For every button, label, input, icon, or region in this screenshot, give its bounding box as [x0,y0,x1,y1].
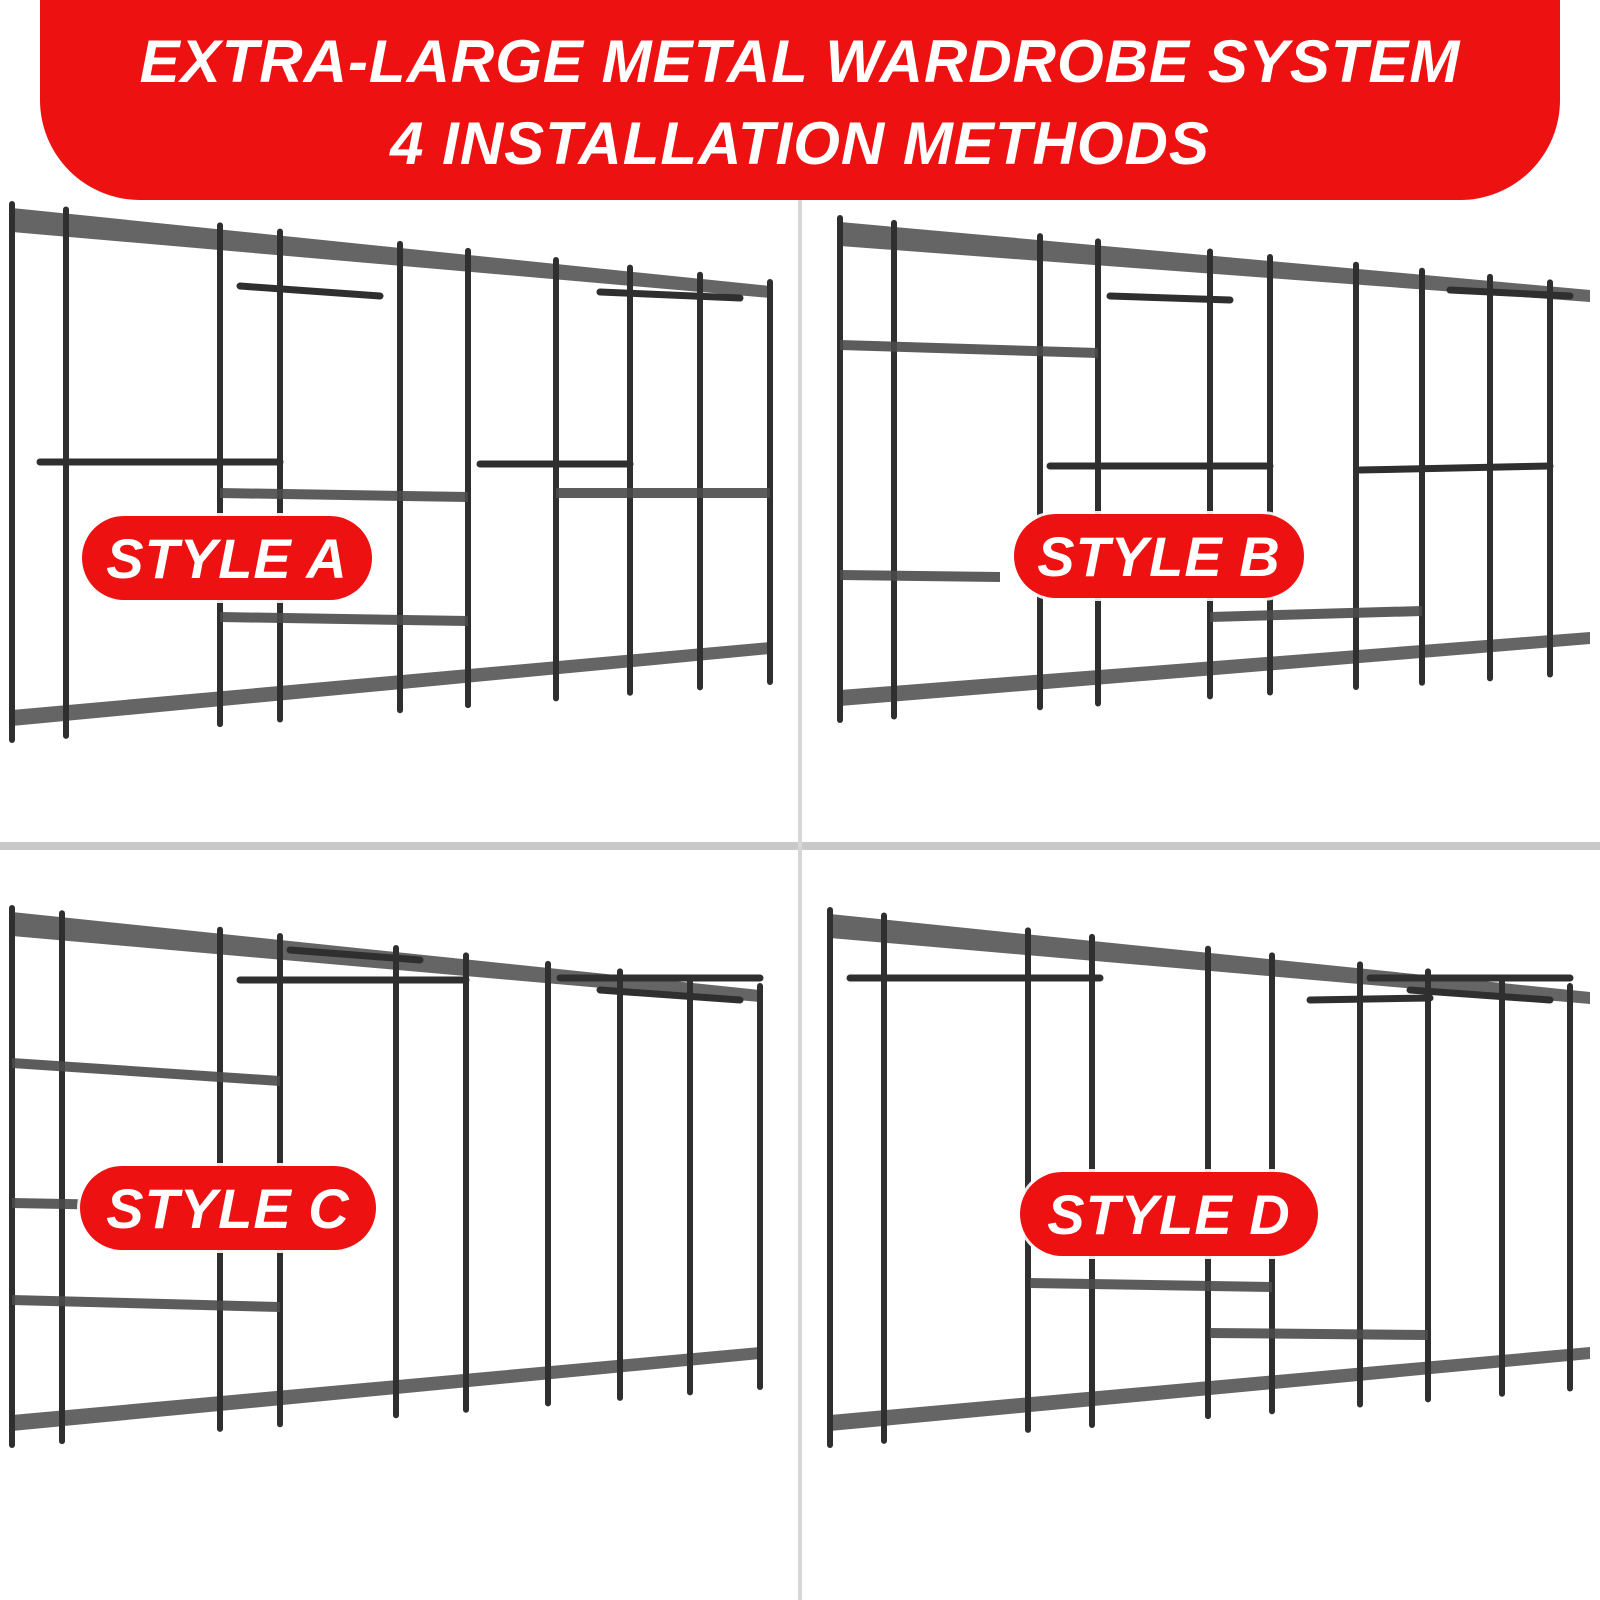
wire-shelf [220,612,468,626]
style-b-wardrobe-illustration [837,215,1590,723]
style-d-panel: STYLE D [810,850,1600,1600]
hanging-rod [1446,286,1574,300]
banner-title-line-1: EXTRA-LARGE METAL WARDROBE SYSTEM [139,28,1461,95]
title-banner: EXTRA-LARGE METAL WARDROBE SYSTEM 4 INST… [40,0,1560,200]
wire-shelf [220,488,468,502]
wire-shelf [840,570,1000,582]
bottom-shelf [12,642,770,726]
style-a-label: STYLE A [82,516,372,600]
bottom-shelf [12,1347,760,1431]
wire-shelf [556,488,770,498]
hanging-rod [1356,462,1554,474]
style-d-label: STYLE D [1020,1172,1318,1256]
hanging-rod [1406,986,1554,1004]
top-shelf [12,208,770,298]
hanging-rod [1106,292,1234,304]
wire-shelf [840,340,1098,358]
top-shelf [840,222,1590,302]
hanging-rod [596,288,744,302]
style-a-panel: STYLE A [0,200,790,840]
style-c-label: STYLE C [80,1166,376,1250]
wire-shelf [12,1295,280,1312]
bottom-shelf [840,632,1590,706]
style-b-panel: STYLE B [810,200,1600,840]
style-a-wardrobe-illustration [9,201,773,743]
vertical-divider [798,200,802,1600]
wire-shelf [1210,1328,1428,1340]
hanging-rod [596,986,744,1004]
wire-shelf [1030,1278,1272,1292]
hanging-rod [1306,994,1434,1004]
wire-shelf [12,1058,280,1086]
wire-shelf [1210,606,1422,622]
style-c-wardrobe-illustration [9,905,764,1448]
banner-title-line-2: 4 INSTALLATION METHODS [390,110,1210,177]
style-c-panel: STYLE C [0,850,790,1600]
hanging-rod [236,282,384,300]
style-b-label: STYLE B [1014,514,1304,598]
hanging-rod [286,946,424,964]
